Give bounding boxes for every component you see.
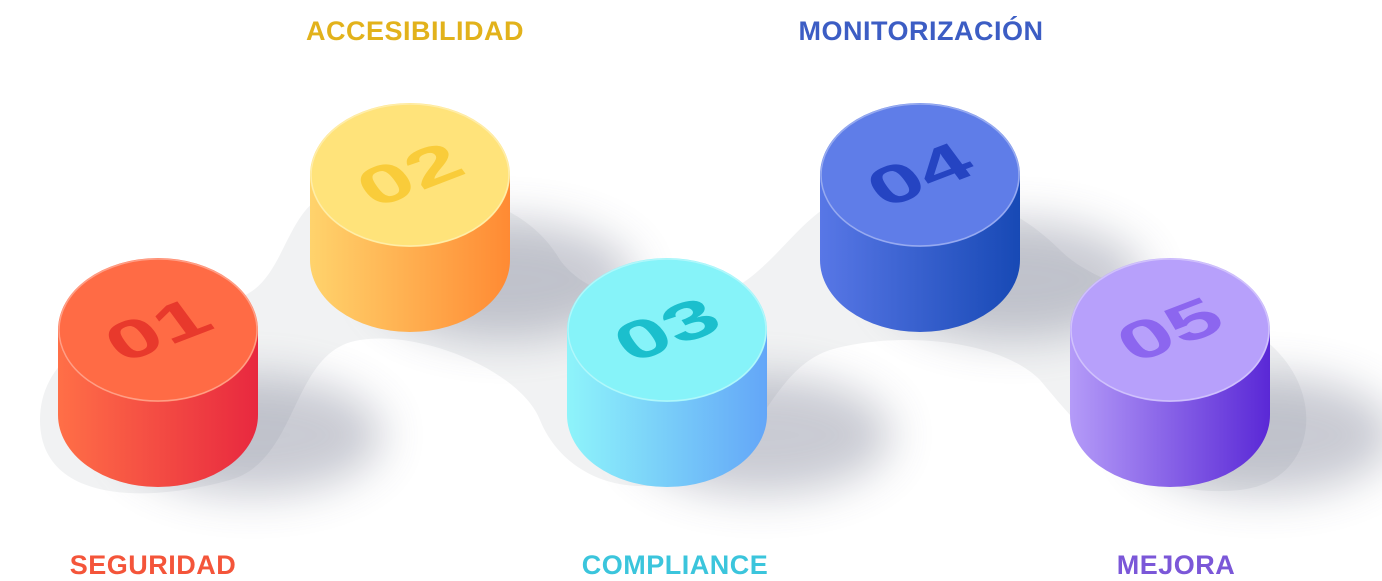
step-label-accesibilidad: ACCESIBILIDAD	[305, 16, 525, 46]
cylinder-top-02	[310, 103, 510, 247]
step-label-compliance: COMPLIANCE	[581, 550, 769, 580]
cylinder-rim-05	[1070, 258, 1270, 402]
cylinder-rim-02	[310, 103, 510, 247]
cylinder-05: 05	[1070, 258, 1270, 487]
cylinder-01: 01	[58, 258, 258, 487]
cylinder-03: 03	[567, 258, 767, 487]
step-label-seguridad: SEGURIDAD	[69, 550, 237, 580]
cylinder-rim-01	[58, 258, 258, 402]
cylinder-top-04	[820, 103, 1020, 247]
cylinder-rim-04	[820, 103, 1020, 247]
cylinder-top-03	[567, 258, 767, 402]
step-label-monitorizacion: MONITORIZACIÓN	[798, 16, 1044, 46]
cylinder-top-01	[58, 258, 258, 402]
cylinder-02: 02	[310, 103, 510, 332]
cylinder-04: 04	[820, 103, 1020, 332]
cylinder-top-05	[1070, 258, 1270, 402]
cylinder-rim-03	[567, 258, 767, 402]
step-label-mejora: MEJORA	[1116, 550, 1236, 580]
